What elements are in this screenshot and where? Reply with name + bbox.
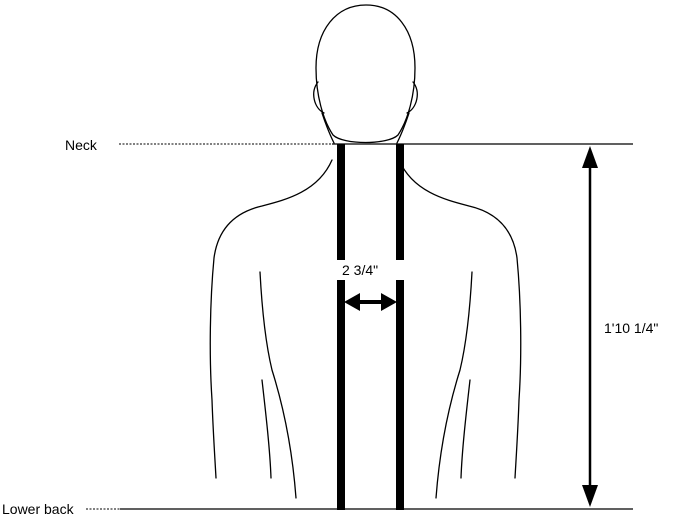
left-shoulder-outline <box>210 160 332 478</box>
head-outline <box>316 5 415 143</box>
left-inner-arm-outline <box>262 380 271 478</box>
width-arrow-right-head <box>381 293 397 311</box>
length-arrow-top-head <box>582 146 598 168</box>
length-arrow-bottom-head <box>582 485 598 507</box>
left-stripe <box>337 144 345 510</box>
width-double-arrow <box>344 293 397 311</box>
right-shoulder-outline <box>399 160 521 478</box>
left-torso-outline <box>260 272 296 498</box>
neck-left-outline <box>322 113 334 143</box>
length-double-arrow <box>582 146 598 507</box>
right-stripe <box>396 144 404 510</box>
lower-back-label: Lower back <box>2 501 75 517</box>
neck-label: Neck <box>65 137 98 153</box>
body-outline <box>210 5 520 498</box>
width-label: 2 3/4" <box>342 262 378 278</box>
neck-reference: Neck <box>65 137 633 153</box>
neck-right-outline <box>397 113 409 143</box>
right-inner-arm-outline <box>461 380 470 478</box>
right-torso-outline <box>436 272 472 498</box>
width-arrow-left-head <box>344 293 360 311</box>
lower-back-reference: Lower back <box>2 501 633 517</box>
length-label: 1'10 1/4" <box>604 320 658 336</box>
